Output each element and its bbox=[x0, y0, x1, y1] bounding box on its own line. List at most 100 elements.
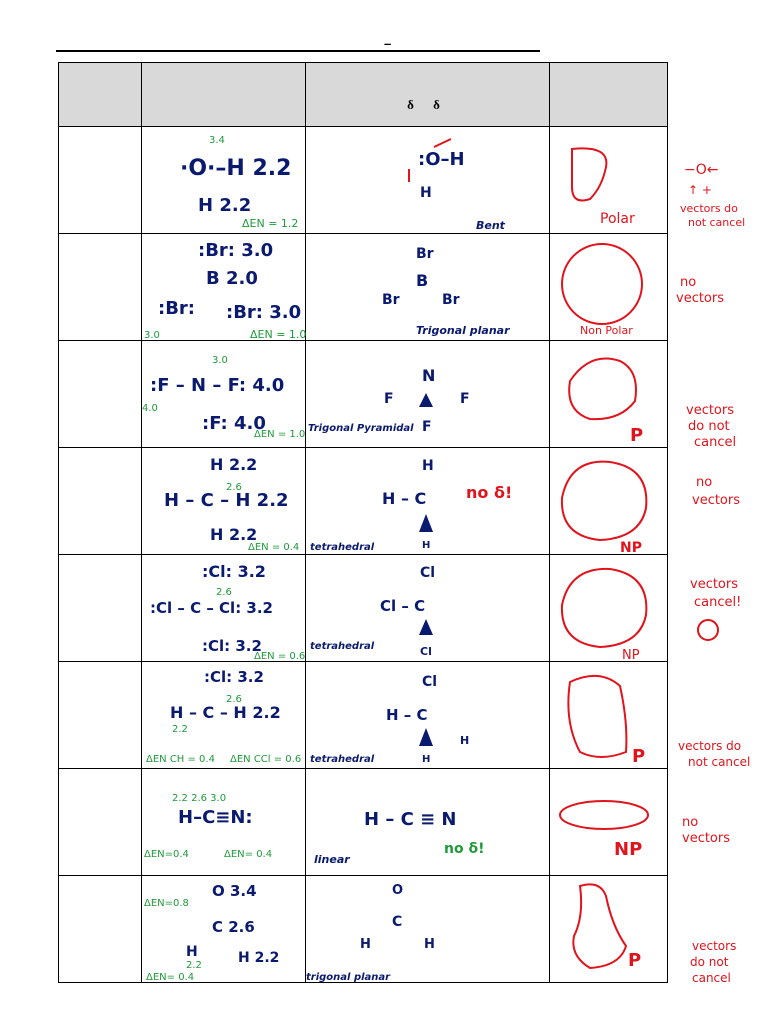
polarity-h2o: Polar bbox=[571, 147, 635, 227]
polarity-cloud bbox=[567, 675, 628, 758]
shape-atom: Cl bbox=[420, 565, 435, 581]
note-row-4: no vectors bbox=[692, 475, 740, 508]
polarity-bbr3: Non Polar bbox=[561, 243, 643, 337]
shape-label: Bent bbox=[476, 219, 506, 232]
shape-atom: F bbox=[384, 391, 394, 407]
lewis-text: H–C≡N: bbox=[178, 807, 253, 828]
shape-cell: O C H H trigonal planar bbox=[305, 875, 550, 983]
shape-atom: Cl bbox=[420, 645, 432, 658]
shape-atom: H bbox=[422, 458, 434, 474]
polarity-cell: NP bbox=[549, 447, 668, 556]
polarity-ch4: NP bbox=[560, 460, 648, 556]
lewis-text: H bbox=[186, 944, 198, 960]
shape-label: Trigonal Pyramidal bbox=[308, 423, 414, 434]
header-col-1 bbox=[58, 62, 142, 127]
lewis-text: :Cl: 3.2 bbox=[202, 637, 262, 655]
shape-atom: N bbox=[422, 366, 435, 385]
lewis-den: ΔEN = 0.6 bbox=[254, 651, 305, 662]
row-label-cell bbox=[58, 447, 142, 555]
polarity-text: NP bbox=[614, 839, 642, 860]
polarity-hcn: NP bbox=[559, 800, 649, 860]
lewis-cell: H 2.2 H – C – H 2.2 2.6 H 2.2 ΔEN = 0.4 bbox=[141, 447, 306, 555]
shape-cell: Br B Br Br Trigonal planar bbox=[305, 233, 550, 341]
table-row: :Cl: 3.2 :Cl – C – Cl: 3.2 2.6 :Cl: 3.2 … bbox=[58, 554, 668, 663]
shape-label: Trigonal planar bbox=[416, 324, 510, 337]
lewis-text: :F: 4.0 bbox=[202, 413, 266, 434]
note-row-6: vectors do not cancel bbox=[678, 739, 750, 769]
no-delta-note: no δ! bbox=[466, 483, 512, 502]
polarity-cloud bbox=[559, 800, 649, 830]
lewis-text: H 2.2 bbox=[238, 950, 279, 966]
lewis-den: ΔEN = 1.2 bbox=[242, 217, 298, 230]
shape-cell: Cl H – C H H tetrahedral bbox=[305, 661, 550, 769]
lewis-text: C 2.6 bbox=[212, 918, 255, 936]
shape-atom: H bbox=[460, 734, 469, 747]
polarity-cell: Non Polar bbox=[549, 233, 668, 341]
polarity-text: P bbox=[632, 746, 645, 767]
shape-atom: H bbox=[424, 937, 435, 952]
shape-atom: Br bbox=[382, 292, 400, 308]
note-row-2: no vectors bbox=[676, 275, 724, 306]
polarity-cell: Polar bbox=[549, 126, 668, 234]
note-line: vectors do bbox=[680, 202, 738, 215]
note-line: no bbox=[680, 275, 696, 290]
lewis-en: 2.6 bbox=[226, 482, 242, 493]
lewis-text: H 2.2 bbox=[198, 195, 251, 216]
lewis-cell: :Cl: 3.2 :Cl – C – Cl: 3.2 2.6 :Cl: 3.2 … bbox=[141, 554, 306, 662]
shape-atom: Br bbox=[442, 292, 460, 308]
polarity-ch2o: P bbox=[572, 883, 641, 971]
note-line: vectors bbox=[682, 831, 730, 846]
lewis-den: ΔEN = 0.4 bbox=[248, 542, 299, 553]
lewis-en: 2.2 bbox=[172, 724, 188, 735]
note-row-1: −O← ↑ + vectors do not cancel bbox=[680, 162, 745, 229]
lewis-den: ΔEN = 1.0 bbox=[250, 328, 306, 341]
header-delta: δ δ bbox=[407, 97, 448, 112]
lewis-cell: ·O·–H 2.2 3.4 H 2.2 ΔEN = 1.2 bbox=[141, 126, 306, 234]
lewis-cell: :Br: 3.0 B 2.0 :Br: :Br: 3.0 3.0 ΔEN = 1… bbox=[141, 233, 306, 341]
shape-ch2cl2: Cl H – C H H tetrahedral bbox=[310, 674, 469, 765]
note-line: vectors bbox=[692, 493, 740, 508]
polarity-cloud bbox=[560, 567, 648, 649]
shape-ccl4: Cl Cl – C Cl tetrahedral bbox=[310, 565, 435, 658]
lewis-en: 3.0 bbox=[144, 330, 160, 341]
note-line: not cancel bbox=[688, 216, 745, 229]
note-line: cancel bbox=[692, 971, 731, 985]
shape-label: tetrahedral bbox=[310, 641, 375, 652]
lewis-den: ΔEN CH = 0.4 bbox=[146, 754, 215, 765]
lewis-ch4: H 2.2 H – C – H 2.2 2.6 H 2.2 ΔEN = 0.4 bbox=[164, 455, 299, 553]
note-line: no bbox=[682, 815, 698, 830]
lewis-ch2o: ΔEN=0.8 O 3.4 C 2.6 H H 2.2 2.2 ΔEN= 0.4 bbox=[144, 882, 279, 983]
lewis-text: ·O·–H 2.2 bbox=[180, 156, 291, 181]
shape-atom: H bbox=[422, 540, 430, 551]
shape-atom: H – C bbox=[386, 706, 428, 724]
vector-sketch bbox=[697, 619, 719, 641]
row-label-cell bbox=[58, 768, 142, 876]
table-row: ·O·–H 2.2 3.4 H 2.2 ΔEN = 1.2 :O–H H Ben… bbox=[58, 126, 668, 234]
lewis-nf3: 3.0 :F – N – F: 4.0 4.0 :F: 4.0 ΔEN = 1.… bbox=[142, 355, 305, 440]
no-delta-note: no δ! bbox=[444, 841, 484, 857]
table-row: 2.2 2.6 3.0 H–C≡N: ΔEN=0.4 ΔEN= 0.4 H – … bbox=[58, 768, 668, 876]
note-line: vectors bbox=[692, 939, 736, 953]
header-col-4 bbox=[549, 62, 668, 127]
table-row: :Cl: 3.2 H – C – H 2.2 2.6 2.2 ΔEN CH = … bbox=[58, 661, 668, 769]
polarity-ccl4: NP bbox=[560, 567, 648, 663]
lewis-text: :Cl: 3.2 bbox=[204, 668, 264, 686]
note-line: cancel! bbox=[694, 595, 741, 610]
lewis-text: O 3.4 bbox=[212, 882, 257, 900]
note-row-7: no vectors bbox=[682, 815, 730, 846]
dipole-arrow bbox=[433, 138, 452, 148]
polarity-text: NP bbox=[622, 648, 640, 663]
polarity-text: Polar bbox=[600, 211, 635, 227]
shape-nf3: N F F F Trigonal Pyramidal bbox=[308, 366, 470, 435]
shape-atom: B bbox=[416, 271, 428, 290]
shape-atom: C bbox=[392, 914, 402, 930]
lewis-en: 3.0 bbox=[212, 355, 228, 366]
note-line: do not bbox=[688, 419, 730, 434]
wedge-bond bbox=[419, 619, 433, 635]
polarity-cloud bbox=[568, 357, 637, 421]
shape-ch4: H H – C H no δ! tetrahedral bbox=[310, 458, 512, 553]
table-row: 3.0 :F – N – F: 4.0 4.0 :F: 4.0 ΔEN = 1.… bbox=[58, 340, 668, 448]
shape-atom: Br bbox=[416, 246, 434, 262]
lewis-hcn: 2.2 2.6 3.0 H–C≡N: ΔEN=0.4 ΔEN= 0.4 bbox=[144, 793, 272, 860]
shape-label: tetrahedral bbox=[310, 754, 375, 765]
